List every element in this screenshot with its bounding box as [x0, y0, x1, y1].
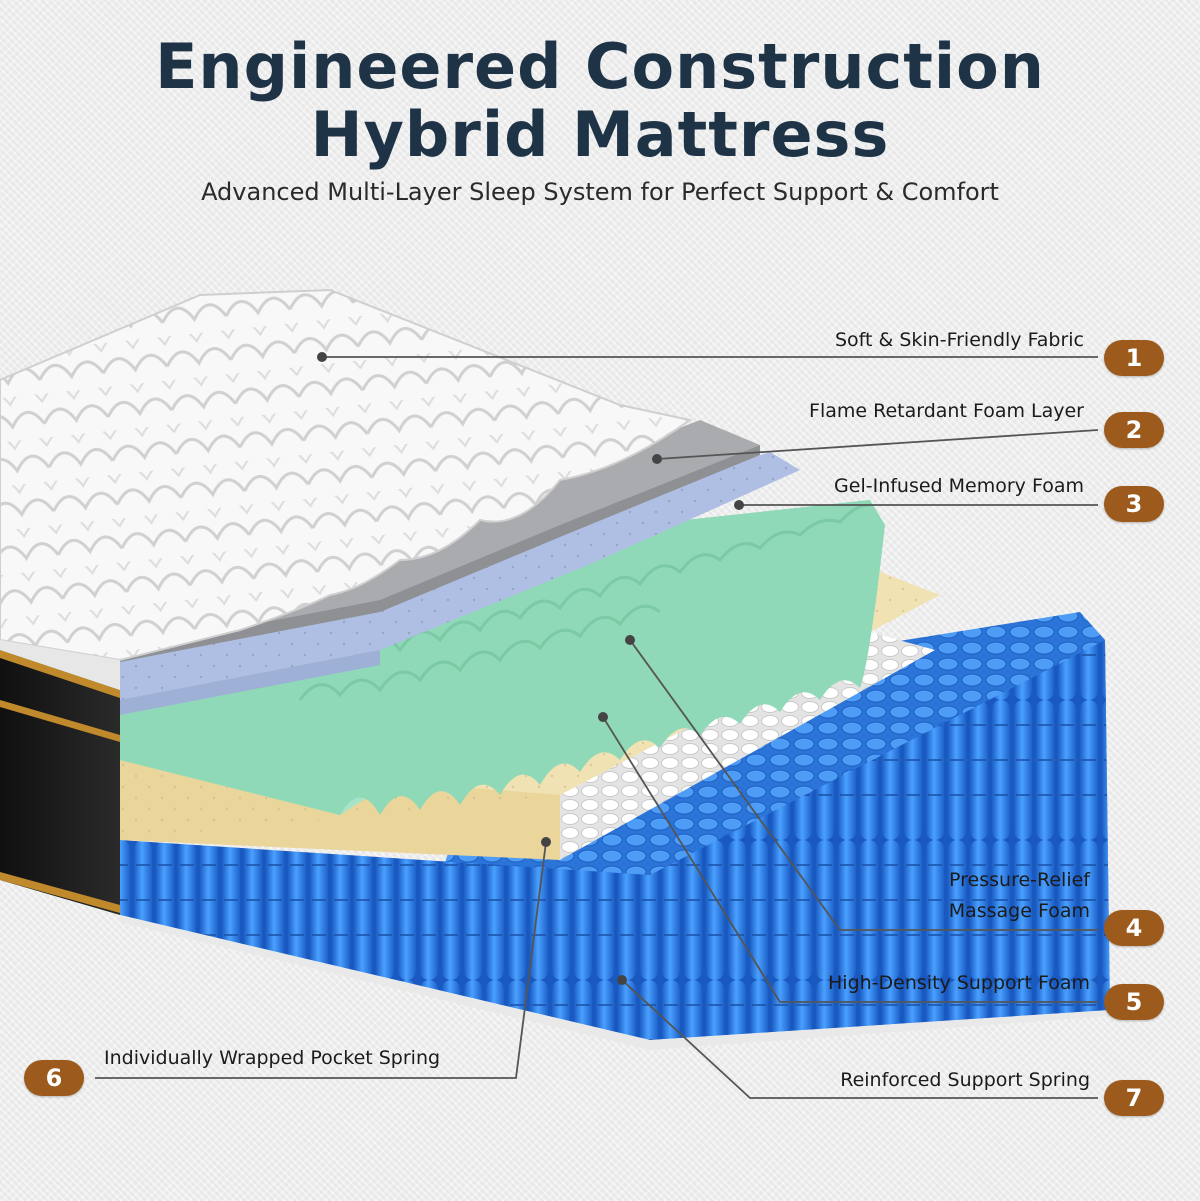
- leader-dot-2: [652, 454, 662, 464]
- leader-dot-1: [317, 352, 327, 362]
- leader-dot-6: [541, 837, 551, 847]
- badge-layer-6: 6: [24, 1060, 84, 1096]
- badge-layer-1: 1: [1104, 340, 1164, 376]
- leader-dot-3: [734, 500, 744, 510]
- mattress-side-panel: [0, 650, 120, 915]
- page-title-line1: Engineered Construction: [155, 30, 1045, 103]
- label-layer-1: Soft & Skin-Friendly Fabric: [834, 329, 1084, 351]
- label-layer-4-line1: Pressure-Relief: [949, 869, 1090, 891]
- label-layer-5: High-Density Support Foam: [828, 972, 1090, 994]
- leader-lines: [95, 356, 1099, 1099]
- page-subtitle: Advanced Multi-Layer Sleep System for Pe…: [201, 178, 999, 206]
- leader-dot-4: [625, 635, 635, 645]
- leader-dots: [317, 352, 744, 985]
- badge-layer-2: 2: [1104, 412, 1164, 448]
- label-layer-4-line2: Massage Foam: [948, 900, 1090, 922]
- leader-dot-7: [617, 975, 627, 985]
- massage-foam-layer: [120, 500, 885, 815]
- badge-layer-7: 7: [1104, 1080, 1164, 1116]
- badge-layer-3: 3: [1104, 486, 1164, 522]
- page-title-line2: Hybrid Mattress: [310, 98, 890, 171]
- quilted-fabric-layer: [0, 288, 693, 690]
- label-layer-3: Gel-Infused Memory Foam: [834, 475, 1084, 497]
- leader-dot-5: [598, 712, 608, 722]
- label-layer-6: Individually Wrapped Pocket Spring: [104, 1047, 441, 1069]
- badge-layer-5: 5: [1104, 984, 1164, 1020]
- badge-layer-4: 4: [1104, 910, 1164, 946]
- label-layer-2: Flame Retardant Foam Layer: [809, 400, 1084, 422]
- label-layer-7: Reinforced Support Spring: [840, 1069, 1090, 1091]
